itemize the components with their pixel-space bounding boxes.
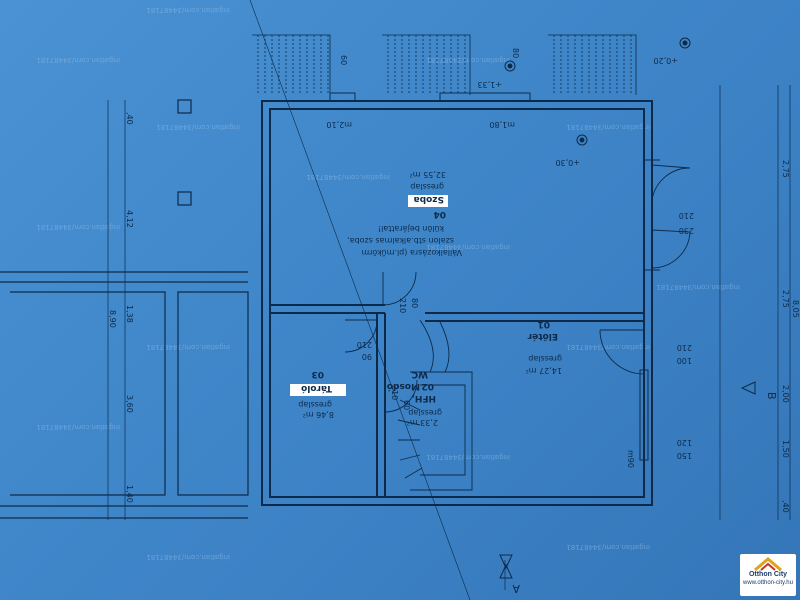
mosdo-floor: gresslap	[408, 408, 442, 417]
szoba-floor: gresslap	[410, 182, 444, 191]
door-swing-entry-a	[651, 164, 691, 201]
watermark-text: ingatlan.com/34487181	[36, 423, 120, 431]
dim-right-c: 2,00	[781, 385, 790, 403]
watermark-text: ingatlan.com/34487181	[36, 223, 120, 231]
door-swing-eloter	[599, 329, 645, 375]
szoba-label-box	[408, 195, 448, 207]
dim-sill: m90	[626, 450, 635, 468]
watermark-text: ingatlan.com/34487181	[426, 243, 510, 251]
dim-door-inner-bot: 80	[410, 298, 419, 308]
door-swing-szoba	[382, 271, 417, 306]
dim-door-eloter2-top: 120	[677, 438, 692, 447]
watermark-text: ingatlan.com/34487181	[426, 453, 510, 461]
section-mark-a: A	[512, 582, 520, 595]
dimension-labels: 4,12 8,90 3,60 1,40 1,38 ,40 2,75 2,75 2…	[108, 48, 800, 513]
dim-left-b: 3,60	[125, 395, 134, 413]
dim-door-mosdo-b: 60	[402, 400, 411, 410]
house-roof-icon	[754, 557, 782, 571]
logo-url: www.otthon-city.hu	[743, 580, 793, 586]
dim-left-a: 8,90	[108, 310, 117, 328]
mosdo-area: 2,33 m²	[407, 418, 438, 427]
external-stairs	[252, 34, 637, 95]
door-swing-mosdo	[384, 379, 418, 413]
dim-window-left-a: m2,10	[326, 120, 352, 129]
dim-left-e: ,40	[125, 112, 134, 125]
level-plus-030: +0,30	[555, 158, 580, 167]
eloter-area: 14,27 m²	[526, 366, 562, 375]
dim-door-eloter-bot: 100	[677, 356, 692, 365]
tarolo-number: 03	[311, 369, 324, 379]
door-swing-entry-b	[651, 229, 691, 269]
watermark-text: ingatlan.com/34487181	[156, 123, 240, 131]
dim-door-szoba-bot: 230	[679, 226, 694, 235]
tarolo-label-box	[290, 384, 346, 396]
watermark-text: ingatlan.com/34487181	[306, 173, 390, 181]
dim-right-b: 2,75	[781, 290, 790, 308]
watermark-text: ingatlan.com/34487181	[566, 343, 650, 351]
otthon-city-logo: Otthon City www.otthon-city.hu	[740, 554, 796, 596]
tarolo-area: 8,46 m²	[303, 410, 334, 419]
dim-window-mid-a: m1,80	[489, 120, 515, 129]
section-mark-b: B	[765, 392, 778, 400]
mosdo-wc: WC	[411, 369, 428, 379]
eloter-label: Előtér	[527, 331, 558, 342]
dim-door-eloter2-bot: 150	[677, 451, 692, 460]
watermark-text: ingatlan.com/34487181	[36, 56, 120, 64]
dim-door-tarolo-bot: 210	[357, 340, 372, 349]
szoba-use-line-1: Vállalkozásra (pl.műkörm	[361, 248, 462, 257]
szoba-use-line-3: külön bejárattal!	[378, 224, 444, 233]
dim-door-tarolo-top: 90	[362, 352, 372, 361]
level-plus-020: +0,20	[653, 56, 678, 65]
dim-door-mosdo-a: 210	[390, 385, 399, 400]
szoba-area: 32,55 m²	[410, 170, 446, 179]
door-swings	[344, 164, 691, 413]
room-eloter: 14,27 m² gresslap Előtér 01	[526, 319, 562, 375]
mosdo-hh: HFH,	[411, 393, 436, 403]
dim-door-eloter-top: 210	[677, 343, 692, 352]
room-tarolo: 8,46 m² gresslap Tároló 03	[290, 369, 346, 419]
watermark-text: ingatlan.com/34487181	[656, 283, 740, 291]
watermark-text: ingatlan.com/34487181	[146, 6, 230, 14]
dim-door-szoba-top: 210	[679, 211, 694, 220]
dim-left-d: 1,38	[125, 305, 134, 323]
watermark-text: ingatlan.com/34487181	[566, 543, 650, 551]
watermark-layer: ingatlan.com/34487181 ingatlan.com/344871…	[36, 6, 740, 561]
dim-right-d: 1,50	[781, 440, 790, 458]
level-symbols	[504, 37, 691, 146]
door-swing-tarolo	[344, 319, 378, 353]
dim-door-inner-top: 210	[398, 298, 407, 313]
dim-right-f: ,40	[781, 500, 790, 513]
mosdo-number: 02	[421, 381, 434, 391]
dim-right-a: 2,75	[781, 160, 790, 178]
watermark-text: ingatlan.com/34487181	[426, 56, 510, 64]
dim-left-total: 4,12	[125, 210, 134, 228]
watermark-text: ingatlan.com/34487181	[566, 123, 650, 131]
level-plus-133: +1,33	[477, 80, 502, 89]
spiral-stair	[397, 319, 473, 491]
dim-window-left-b: 60	[339, 55, 348, 65]
tarolo-floor: gresslap	[298, 400, 332, 409]
eloter-number: 01	[537, 319, 550, 329]
szoba-use-line-2: szalon stb.alkalmas szoba,	[347, 236, 454, 245]
szoba-number: 04	[433, 209, 446, 219]
watermark-text: ingatlan.com/34487181	[146, 343, 230, 351]
watermark-text: ingatlan.com/34487181	[146, 553, 230, 561]
szoba-label: Szoba	[414, 194, 444, 204]
section-marks: B A	[499, 381, 778, 595]
room-mosdo: 2,33 m² gresslap HFH, 02 Mosdó WC	[387, 369, 442, 427]
dim-right-e: 8,05	[791, 300, 800, 318]
dim-left-c: 1,40	[125, 485, 134, 503]
building-walls	[261, 92, 660, 506]
eloter-floor: gresslap	[528, 354, 562, 363]
tarolo-label: Tároló	[301, 383, 332, 394]
logo-name: Otthon City	[748, 571, 788, 578]
mosdo-label: Mosdó	[387, 381, 420, 392]
dim-window-mid-b: 80	[511, 48, 520, 58]
room-szoba: Vállalkozásra (pl.műkörm szalon stb.alka…	[347, 170, 462, 257]
neighbour-outline	[0, 99, 249, 519]
dimension-lines	[107, 0, 791, 600]
